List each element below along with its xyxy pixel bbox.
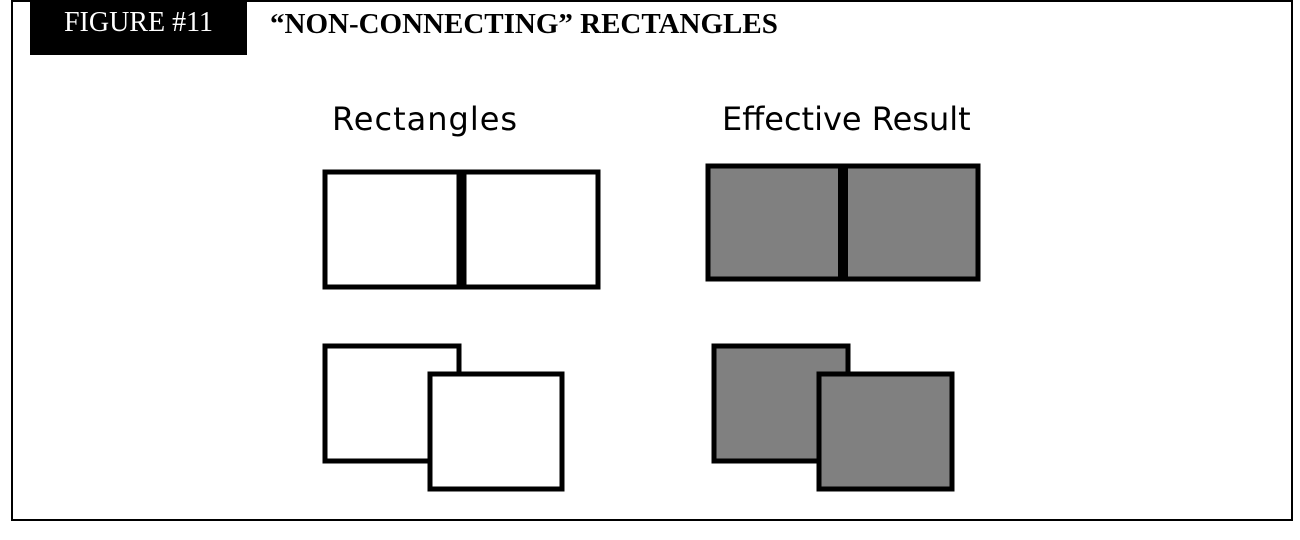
figure-number-tag: FIGURE #11 <box>30 0 247 55</box>
overlapping-rectangles-input <box>322 343 565 492</box>
adjacent-rectangles-result <box>705 163 981 282</box>
result-shared-edge <box>838 166 848 279</box>
adjacent-rectangles-input <box>322 169 601 290</box>
rectangle-front-overlap <box>427 371 565 492</box>
rectangle-right-adjacent <box>461 169 601 290</box>
result-rectangle-front-overlap <box>816 371 955 492</box>
overlapping-rectangles-result <box>711 343 955 492</box>
figure-title: “NON-CONNECTING” RECTANGLES <box>270 8 778 40</box>
effective-result-column-label: Effective Result <box>722 100 971 138</box>
result-rectangle-right-adjacent <box>840 163 981 282</box>
result-rectangle-left-adjacent <box>705 163 846 282</box>
rectangle-left-adjacent <box>322 169 462 290</box>
rectangles-column-label: Rectangles <box>332 100 519 138</box>
figure-frame <box>11 0 1293 521</box>
